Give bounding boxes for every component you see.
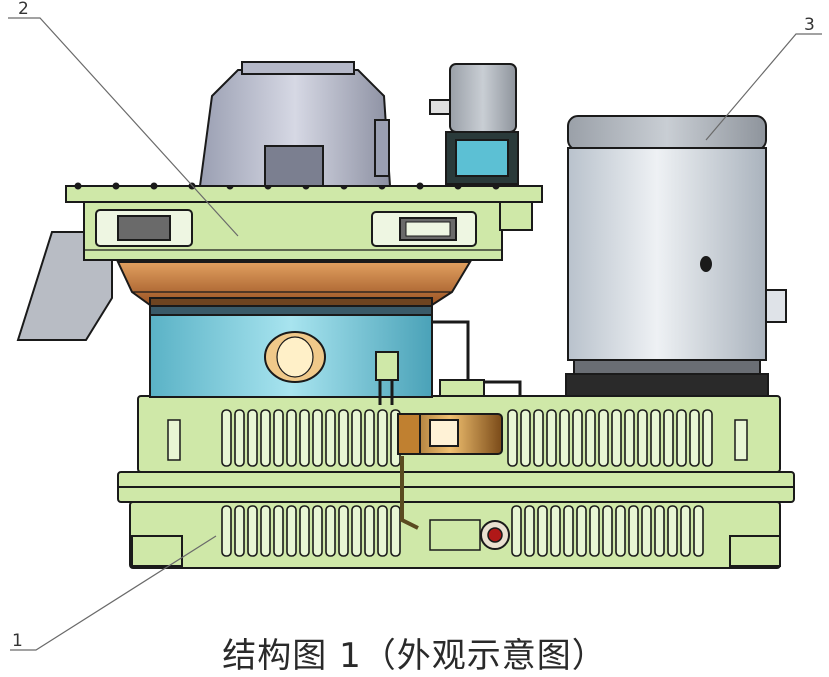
conditioner-plate [65,185,543,261]
oil-pipes [375,320,522,405]
cooling-fin [338,505,349,557]
cooling-fin [221,409,232,467]
callout-2: 2 [18,0,29,19]
cooling-fin [654,505,665,557]
callout-1: 1 [12,631,23,651]
cooling-fin [572,409,583,467]
leader-lines [8,17,822,651]
bolt [416,182,424,190]
cooling-fin [693,505,704,557]
cooling-fin [325,505,336,557]
upper-fins [221,409,713,467]
cooling-fin [615,505,626,557]
cooling-fin [585,409,596,467]
cooling-fin [351,505,362,557]
side-posts [167,419,748,461]
cooling-fin [628,505,639,557]
cooling-fin [325,409,336,467]
cooling-fin [260,409,271,467]
cooling-fin [702,409,713,467]
cooling-fin [563,505,574,557]
leader-line-2 [8,17,239,237]
cooling-fin [546,409,557,467]
cooling-fin [234,409,245,467]
cooling-fin [286,409,297,467]
feeder-motor [429,63,519,185]
pellet-mill-diagram: 2 3 1 [8,0,822,651]
cooling-fin [667,505,678,557]
cooling-fin [247,409,258,467]
cooling-fin [641,505,652,557]
leader-line-3 [705,33,822,141]
drain-plug [429,519,510,551]
cooling-fin [663,409,674,467]
cooling-fin [273,505,284,557]
cooling-fin [299,409,310,467]
cooling-fin [524,505,535,557]
cooling-fin [312,505,323,557]
die-ring [116,261,472,307]
cooling-fin [286,505,297,557]
cooling-fin [637,409,648,467]
cooling-fin [598,409,609,467]
cooling-fin [338,409,349,467]
cooling-fin [559,409,570,467]
cooling-fin [234,505,245,557]
cooling-fin [377,409,388,467]
cooling-fin [221,505,232,557]
cooling-fin [390,505,401,557]
oil-pump [397,413,503,530]
cooling-fin [602,505,613,557]
lower-fins [221,505,704,557]
cooling-fin [364,409,375,467]
cooling-fin [537,505,548,557]
cooling-fin [680,505,691,557]
bolt [112,182,120,190]
cooling-fin [689,409,700,467]
bolt [74,182,82,190]
cooling-fin [364,505,375,557]
figure-caption: 结构图 1（外观示意图） [222,636,607,676]
cooling-fin [611,409,622,467]
cooling-fin [260,505,271,557]
cooling-fin [589,505,600,557]
cooling-fin [624,409,635,467]
leader-line-1 [10,535,217,651]
cooling-fin [576,505,587,557]
cooling-fin [676,409,687,467]
dome-cover [198,61,392,187]
cooling-fin [377,505,388,557]
cooling-fin [351,409,362,467]
cooling-fin [550,505,561,557]
bolt [150,182,158,190]
cooling-fin [533,409,544,467]
main-motor [565,115,787,397]
lower-housing [149,304,433,398]
cooling-fin [511,505,522,557]
cooling-fin [312,409,323,467]
cooling-fin [273,409,284,467]
cooling-fin [507,409,518,467]
cooling-fin [247,505,258,557]
callout-3: 3 [804,15,815,35]
cooling-fin [520,409,531,467]
cooling-fin [299,505,310,557]
cooling-fin [650,409,661,467]
